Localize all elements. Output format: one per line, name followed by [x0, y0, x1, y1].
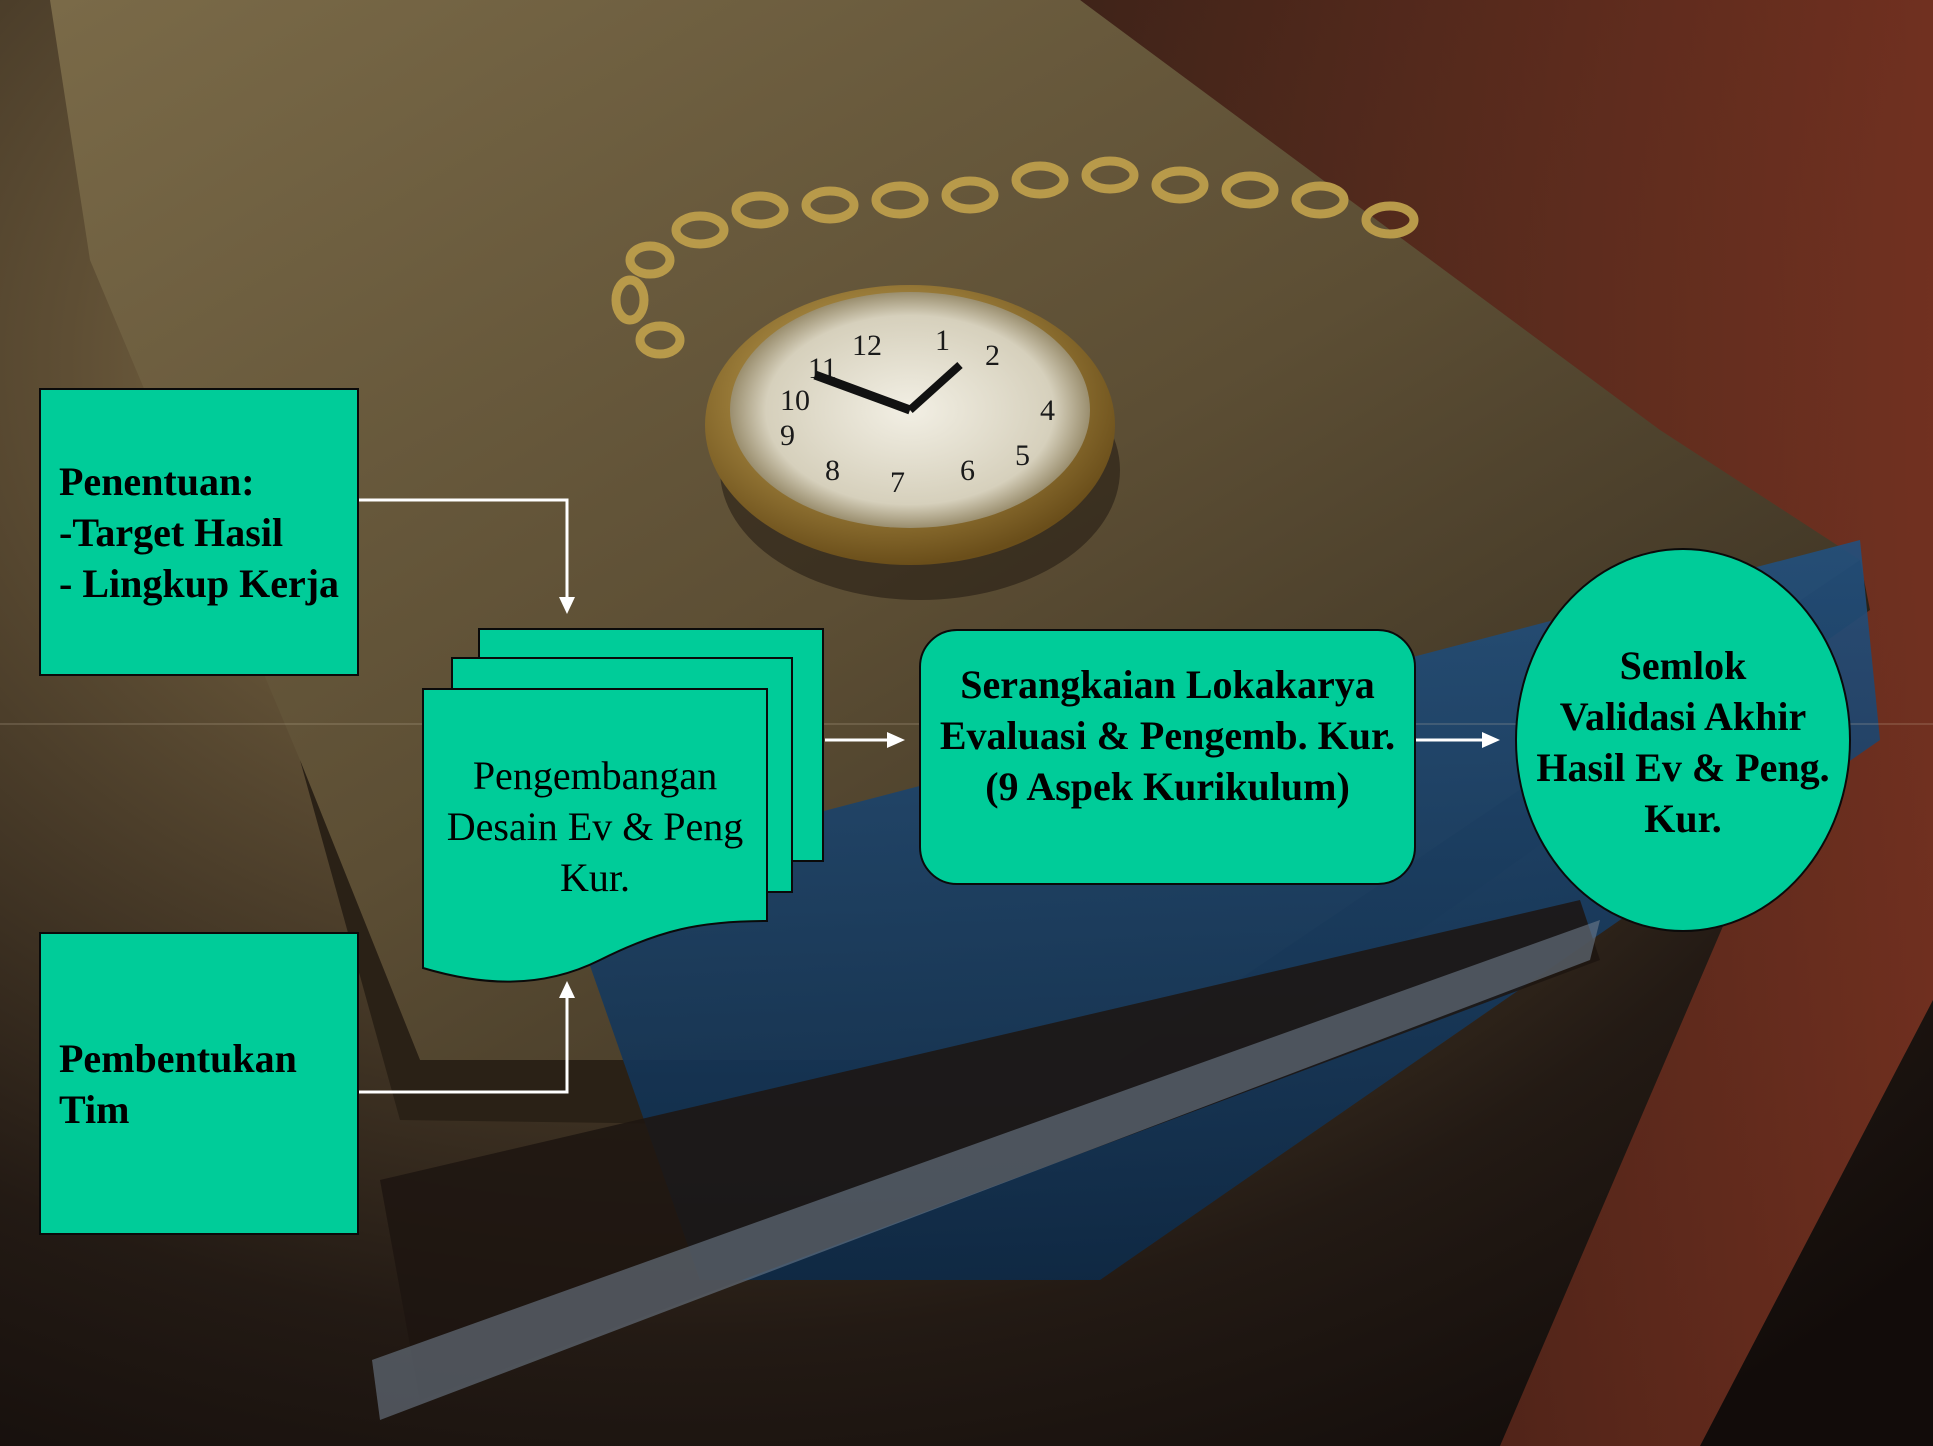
semlok-line-3: Hasil Ev & Peng.	[1536, 745, 1830, 790]
penentuan-line-3: - Lingkup Kerja	[59, 560, 340, 606]
pengembangan-line-3: Kur.	[560, 855, 630, 900]
pengembangan-line-2: Desain Ev & Peng	[446, 804, 744, 849]
serangkaian-line-2: Evaluasi & Pengemb. Kur.	[939, 713, 1396, 758]
multidocument-shape	[422, 628, 824, 983]
svg-text:8: 8	[825, 454, 840, 487]
serangkaian-line-1: Serangkaian Lokakarya	[960, 662, 1375, 707]
svg-text:4: 4	[1040, 394, 1055, 427]
pembentukan-box: Pembentukan Tim	[39, 932, 359, 1235]
semlok-ellipse: Semlok Validasi Akhir Hasil Ev & Peng. K…	[1515, 548, 1851, 932]
semlok-line-1: Semlok	[1619, 643, 1747, 688]
svg-text:7: 7	[890, 466, 905, 499]
pembentukan-line-2: Tim	[59, 1086, 130, 1132]
serangkaian-box: Serangkaian Lokakarya Evaluasi & Pengemb…	[919, 629, 1416, 885]
semlok-line-4: Kur.	[1644, 796, 1722, 841]
svg-text:6: 6	[960, 454, 975, 487]
pengembangan-line-1: Pengembangan	[472, 753, 718, 798]
semlok-line-2: Validasi Akhir	[1559, 694, 1807, 739]
arrowhead-right	[887, 732, 905, 748]
svg-text:10: 10	[780, 384, 810, 417]
serangkaian-line-3: (9 Aspek Kurikulum)	[985, 764, 1350, 809]
svg-text:1: 1	[935, 324, 950, 357]
svg-text:12: 12	[852, 329, 882, 362]
pengembangan-label: Pengembangan Desain Ev & Peng Kur.	[423, 750, 767, 903]
svg-text:2: 2	[985, 339, 1000, 372]
penentuan-line-2: -Target Hasil	[59, 509, 284, 555]
pembentukan-line-1: Pembentukan	[59, 1035, 297, 1081]
arrowhead-down	[559, 597, 575, 614]
penentuan-box: Penentuan: -Target Hasil - Lingkup Kerja	[39, 388, 359, 676]
arrowhead-up	[559, 981, 575, 998]
penentuan-line-1: Penentuan:	[59, 458, 255, 504]
arrowhead-right	[1482, 732, 1500, 748]
document-front	[422, 688, 768, 983]
connector-penentuan-to-pengembangan	[358, 498, 569, 600]
svg-text:9: 9	[780, 419, 795, 452]
connector-pembentukan-to-pengembangan	[358, 995, 569, 1094]
svg-text:5: 5	[1015, 439, 1030, 472]
